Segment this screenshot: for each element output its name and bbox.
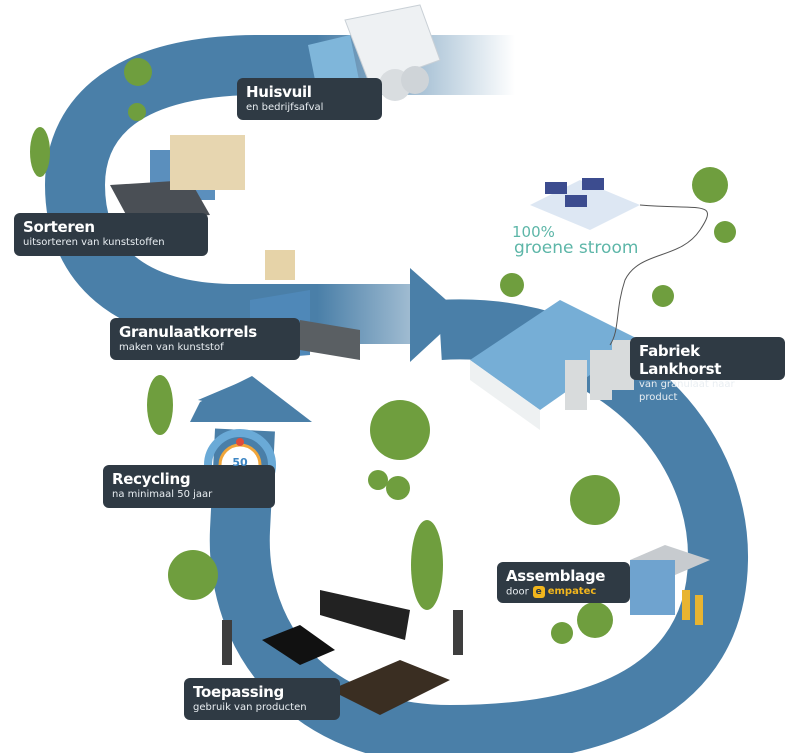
step-title: Assemblage [506,567,606,585]
step-subtitle: maken van kunststof [119,342,224,353]
step-title: Toepassing [193,683,284,701]
garbage-truck-illustration [308,4,441,101]
step-subtitle: en bedrijfsafval [246,102,324,113]
timer-value: 50 [232,456,248,469]
sorting-machine-illustration [110,135,245,222]
step-huisvuil: Huisvuil en bedrijfsafval [237,78,382,120]
step-subtitle: na minimaal 50 jaar [112,489,213,500]
step-title: Fabriek Lankhorst [639,342,722,378]
step-subtitle: uitsorteren van kunststoffen [23,237,165,248]
step-subtitle: gebruik van producten [193,702,307,713]
green-energy-percent: 100% [512,223,555,241]
green-energy-label: groene stroom [514,238,639,258]
arrow-head-right [410,268,462,362]
step-title: Sorteren [23,218,95,236]
step-sorteren: Sorteren uitsorteren van kunststoffen [14,213,208,256]
flow-band-loop [209,299,749,753]
solar-panel-illustration [530,178,708,346]
flow-band-upper [44,35,515,344]
products-illustration [222,590,463,715]
step-title: Recycling [112,470,191,488]
step-recycling: Recycling na minimaal 50 jaar [103,465,275,508]
step-title: Granulaatkorrels [119,323,257,341]
trees-decoration [30,58,736,644]
green-energy-text: 100% groene stroom [512,223,639,258]
step-subtitle: door [506,586,529,598]
assembly-booth-illustration [630,545,710,625]
step-subtitle: van granulaat naar product [639,379,735,403]
step-fabriek-lankhorst: Fabriek Lankhorst van granulaat naar pro… [630,337,785,403]
factory-illustration [470,300,640,430]
step-title: Huisvuil [246,83,312,101]
step-granulaatkorrels: Granulaatkorrels maken van kunststof [110,318,300,360]
step-toepassing: Toepassing gebruik van producten [184,678,340,720]
